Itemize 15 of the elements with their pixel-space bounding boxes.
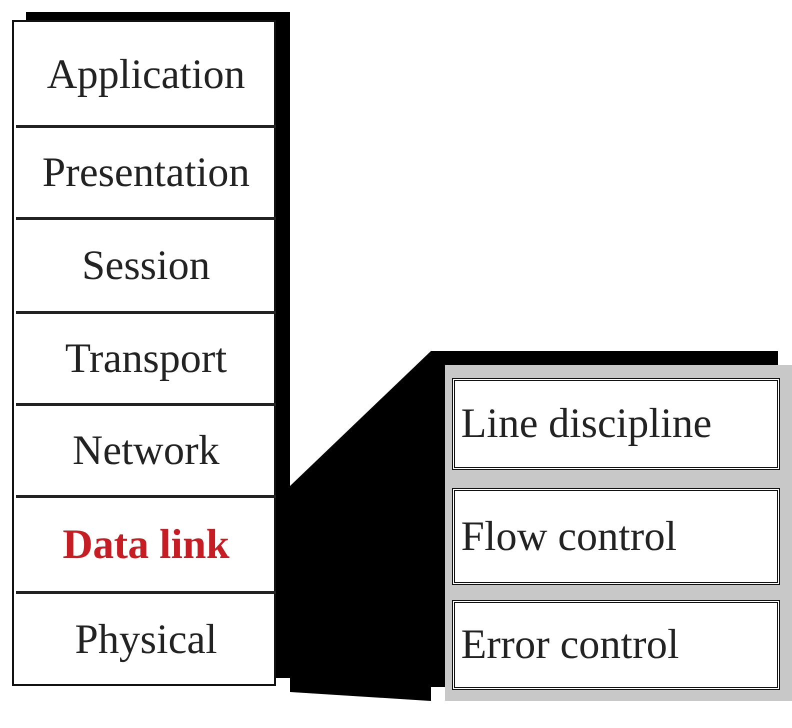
sublayer-label: Line discipline — [461, 403, 712, 445]
sublayer-panel — [445, 365, 792, 701]
layer-label: Network — [72, 430, 220, 472]
layer-label: Application — [46, 54, 246, 96]
sublayer-box — [452, 378, 780, 470]
sublayer-label: Flow control — [461, 516, 677, 558]
layer-label: Session — [82, 244, 210, 286]
layer-label: Transport — [65, 338, 227, 380]
sublayer-label: Error control — [461, 624, 680, 666]
zoom-wedge — [290, 351, 431, 701]
sublayer-box — [452, 600, 780, 690]
layer-label: Physical — [74, 619, 218, 661]
layer-label: Presentation — [42, 152, 250, 194]
layer-label: Data link — [62, 524, 230, 566]
sublayer-box — [452, 488, 780, 585]
